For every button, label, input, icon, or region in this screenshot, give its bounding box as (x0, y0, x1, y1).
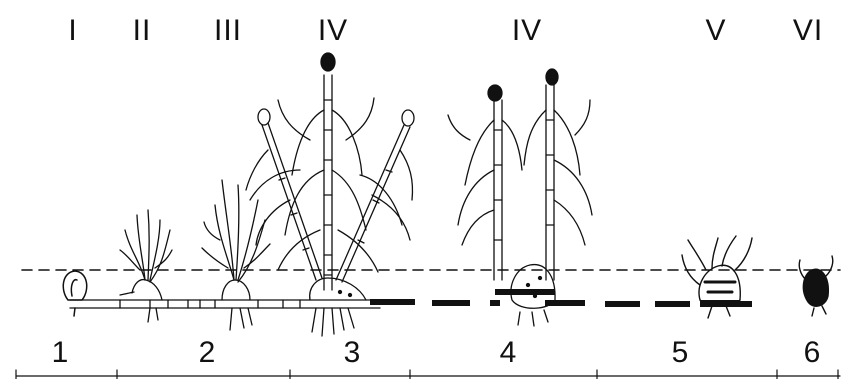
stage-4-plant-a (246, 53, 414, 336)
stage-6-remnant (799, 256, 833, 316)
dead-rhizome (370, 292, 752, 304)
stage-4-plant-b (448, 69, 592, 326)
rhizome (70, 300, 380, 308)
bottom-axis (16, 370, 840, 379)
stage-1-bud (63, 271, 86, 316)
stage-2-shoot (120, 210, 172, 322)
